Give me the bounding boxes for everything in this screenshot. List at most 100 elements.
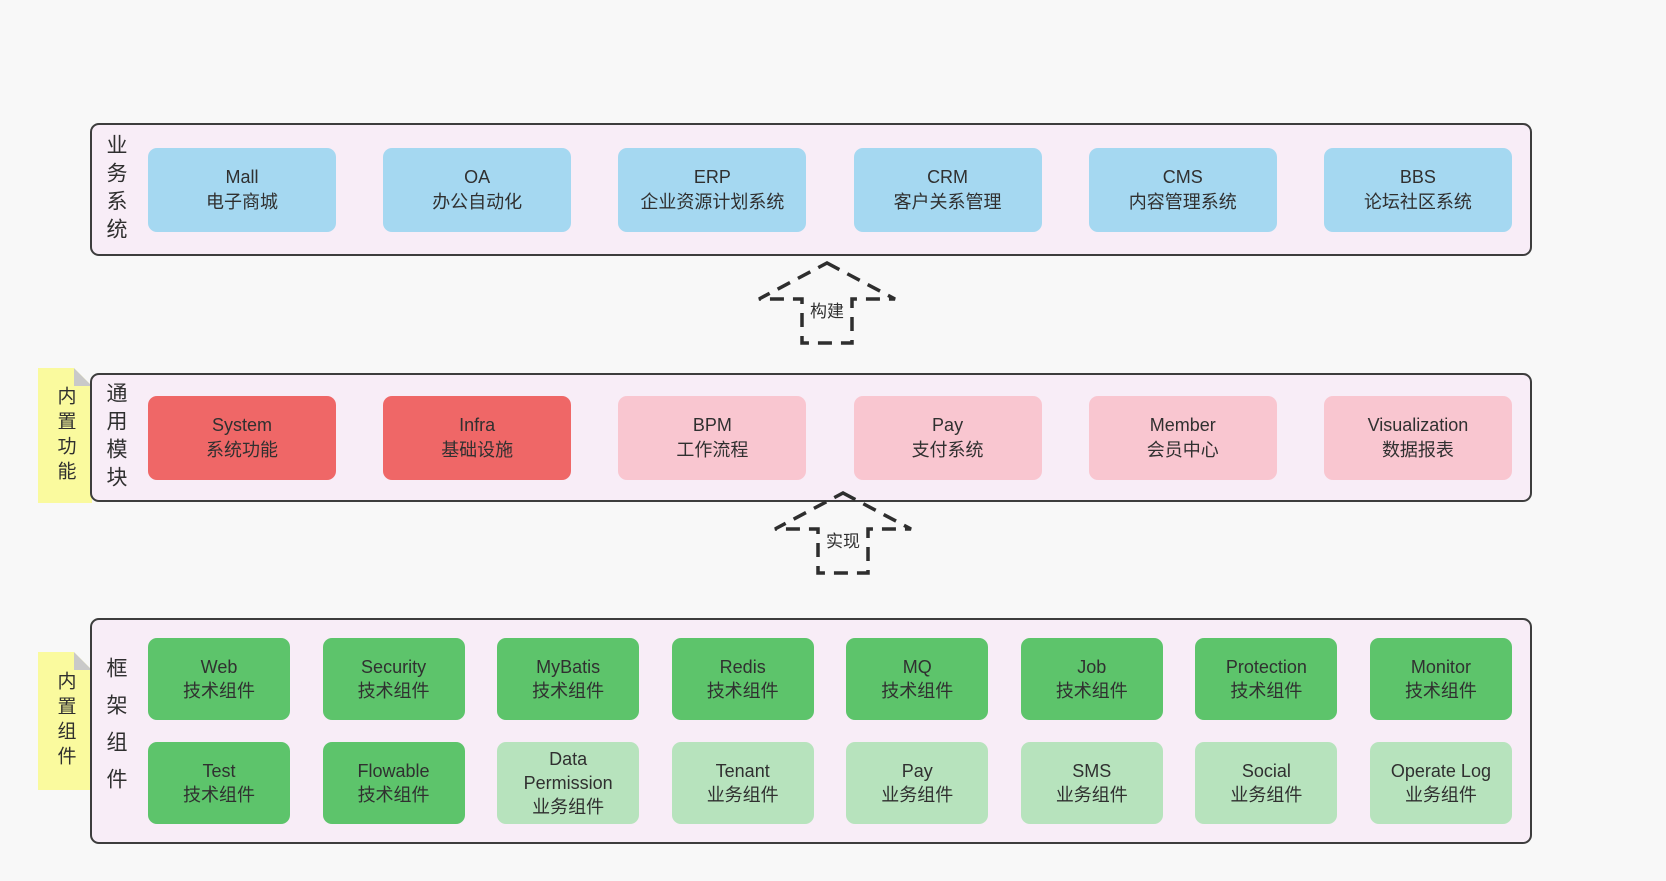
box-title: Member bbox=[1149, 415, 1216, 436]
box-subtitle: 数据报表 bbox=[1381, 439, 1454, 460]
box-subtitle: 电子商城 bbox=[206, 191, 278, 212]
box-title: Operate Log bbox=[1390, 760, 1491, 781]
components-row-1: Web 技术组件 Security 技术组件 MyBatis 技术组件 Redi… bbox=[148, 638, 1512, 720]
implement-arrow: 实现 bbox=[772, 490, 914, 576]
box-web: Web 技术组件 bbox=[148, 638, 290, 720]
box-subtitle: 业务组件 bbox=[706, 785, 779, 805]
box-title: SMS bbox=[1072, 760, 1112, 781]
box-title: CRM bbox=[927, 167, 969, 188]
box-title: Monitor bbox=[1410, 656, 1471, 677]
box-member: Member 会员中心 bbox=[1088, 395, 1277, 480]
box-subtitle: 技术组件 bbox=[532, 681, 605, 701]
box-title: Job bbox=[1077, 656, 1107, 677]
box-cms: CMS 内容管理系统 bbox=[1088, 147, 1277, 232]
box-bbs: BBS 论坛社区系统 bbox=[1323, 147, 1512, 232]
box-pay-module: Pay 支付系统 bbox=[853, 395, 1042, 480]
sticky-label: 内置组件 bbox=[54, 671, 76, 771]
box-subtitle: 会员中心 bbox=[1146, 439, 1219, 460]
box-title: Mall bbox=[225, 167, 259, 188]
box-title: Flowable bbox=[357, 760, 430, 781]
box-subtitle: 论坛社区系统 bbox=[1363, 191, 1472, 212]
box-title: CMS bbox=[1162, 167, 1203, 188]
box-subtitle: 业务组件 bbox=[881, 785, 954, 805]
band-label-components: 框架组件 bbox=[104, 657, 127, 805]
components-rows: Web 技术组件 Security 技术组件 MyBatis 技术组件 Redi… bbox=[126, 638, 1530, 824]
components-row-2: Test 技术组件 Flowable 技术组件 Data Permission … bbox=[148, 742, 1512, 824]
box-erp: ERP 企业资源计划系统 bbox=[618, 147, 807, 232]
box-subtitle: 内容管理系统 bbox=[1128, 191, 1237, 212]
box-social: Social 业务组件 bbox=[1195, 742, 1338, 824]
box-subtitle: 系统功能 bbox=[206, 439, 278, 460]
box-title: MQ bbox=[902, 656, 932, 677]
band-label-business: 业务系统 bbox=[104, 133, 127, 246]
sticky-built-in-components: 内置组件 bbox=[38, 652, 92, 790]
box-title: Visualization bbox=[1367, 415, 1469, 436]
box-subtitle: 技术组件 bbox=[706, 681, 779, 701]
box-subtitle: 企业资源计划系统 bbox=[640, 191, 785, 212]
build-arrow: 构建 bbox=[756, 260, 898, 346]
business-boxes-row: Mall 电子商城 OA 办公自动化 ERP 企业资源计划系统 CRM 客户关系… bbox=[126, 147, 1530, 232]
box-subtitle: 工作流程 bbox=[676, 439, 749, 460]
box-flowable: Flowable 技术组件 bbox=[322, 742, 465, 824]
framework-components-band: 框架组件 Web 技术组件 Security 技术组件 MyBatis 技术组件… bbox=[90, 618, 1532, 844]
box-subtitle: 业务组件 bbox=[1055, 785, 1128, 805]
box-title: Infra bbox=[459, 415, 496, 436]
box-subtitle: 技术组件 bbox=[183, 681, 255, 701]
box-subtitle: 技术组件 bbox=[357, 681, 430, 701]
box-title: Pay bbox=[932, 415, 964, 436]
box-oa: OA 办公自动化 bbox=[383, 147, 572, 232]
box-subtitle: 业务组件 bbox=[1230, 785, 1303, 805]
box-subtitle: 技术组件 bbox=[1404, 681, 1477, 701]
box-title: BBS bbox=[1399, 167, 1436, 188]
box-job: Job 技术组件 bbox=[1020, 638, 1163, 720]
box-title: Social bbox=[1241, 760, 1291, 781]
box-title: BPM bbox=[692, 415, 732, 436]
box-title: MyBatis bbox=[536, 656, 601, 677]
box-subtitle: 技术组件 bbox=[357, 785, 430, 805]
box-pay-component: Pay 业务组件 bbox=[846, 742, 989, 824]
box-security: Security 技术组件 bbox=[322, 638, 465, 720]
box-subtitle: 基础设施 bbox=[441, 439, 514, 460]
box-sms: SMS 业务组件 bbox=[1020, 742, 1163, 824]
box-test: Test 技术组件 bbox=[148, 742, 290, 824]
box-mybatis: MyBatis 技术组件 bbox=[497, 638, 640, 720]
box-title: Tenant bbox=[715, 760, 770, 781]
box-mall: Mall 电子商城 bbox=[148, 147, 336, 232]
band-label-modules: 通用模块 bbox=[104, 381, 127, 494]
box-bpm: BPM 工作流程 bbox=[618, 395, 807, 480]
box-title: Test bbox=[202, 760, 236, 781]
sticky-built-in-functions: 内置功能 bbox=[38, 368, 92, 503]
box-subtitle: 技术组件 bbox=[1230, 681, 1303, 701]
business-systems-band: 业务系统 Mall 电子商城 OA 办公自动化 ERP 企业资源计划系统 CRM… bbox=[90, 123, 1532, 256]
box-title: System bbox=[211, 415, 272, 436]
up-arrow-icon bbox=[758, 261, 896, 345]
box-system: System 系统功能 bbox=[148, 395, 336, 480]
box-mq: MQ 技术组件 bbox=[846, 638, 989, 720]
sticky-label: 内置功能 bbox=[54, 385, 76, 486]
box-title: Protection bbox=[1225, 656, 1307, 677]
box-subtitle: 技术组件 bbox=[1055, 681, 1128, 701]
box-subtitle: 技术组件 bbox=[183, 785, 255, 805]
box-tenant: Tenant 业务组件 bbox=[671, 742, 814, 824]
up-arrow-icon bbox=[774, 491, 912, 575]
box-title: Data Permission bbox=[523, 748, 613, 793]
box-title: Web bbox=[200, 656, 238, 677]
box-subtitle: 业务组件 bbox=[532, 797, 605, 818]
common-modules-band: 通用模块 System 系统功能 Infra 基础设施 BPM 工作流程 Pay… bbox=[90, 373, 1532, 502]
box-subtitle: 支付系统 bbox=[911, 439, 984, 460]
box-infra: Infra 基础设施 bbox=[383, 395, 572, 480]
box-crm: CRM 客户关系管理 bbox=[853, 147, 1042, 232]
arrow-label-build: 构建 bbox=[807, 296, 847, 323]
box-redis: Redis 技术组件 bbox=[671, 638, 814, 720]
box-subtitle: 客户关系管理 bbox=[893, 191, 1002, 212]
box-subtitle: 办公自动化 bbox=[432, 191, 523, 212]
box-subtitle: 业务组件 bbox=[1404, 785, 1477, 805]
box-title: OA bbox=[464, 167, 491, 188]
box-monitor: Monitor 技术组件 bbox=[1369, 638, 1512, 720]
modules-boxes-row: System 系统功能 Infra 基础设施 BPM 工作流程 Pay 支付系统… bbox=[126, 395, 1530, 480]
box-title: Redis bbox=[719, 656, 766, 677]
box-operate-log: Operate Log 业务组件 bbox=[1369, 742, 1512, 824]
box-protection: Protection 技术组件 bbox=[1195, 638, 1338, 720]
box-subtitle: 技术组件 bbox=[881, 681, 954, 701]
arrow-label-implement: 实现 bbox=[823, 526, 863, 553]
